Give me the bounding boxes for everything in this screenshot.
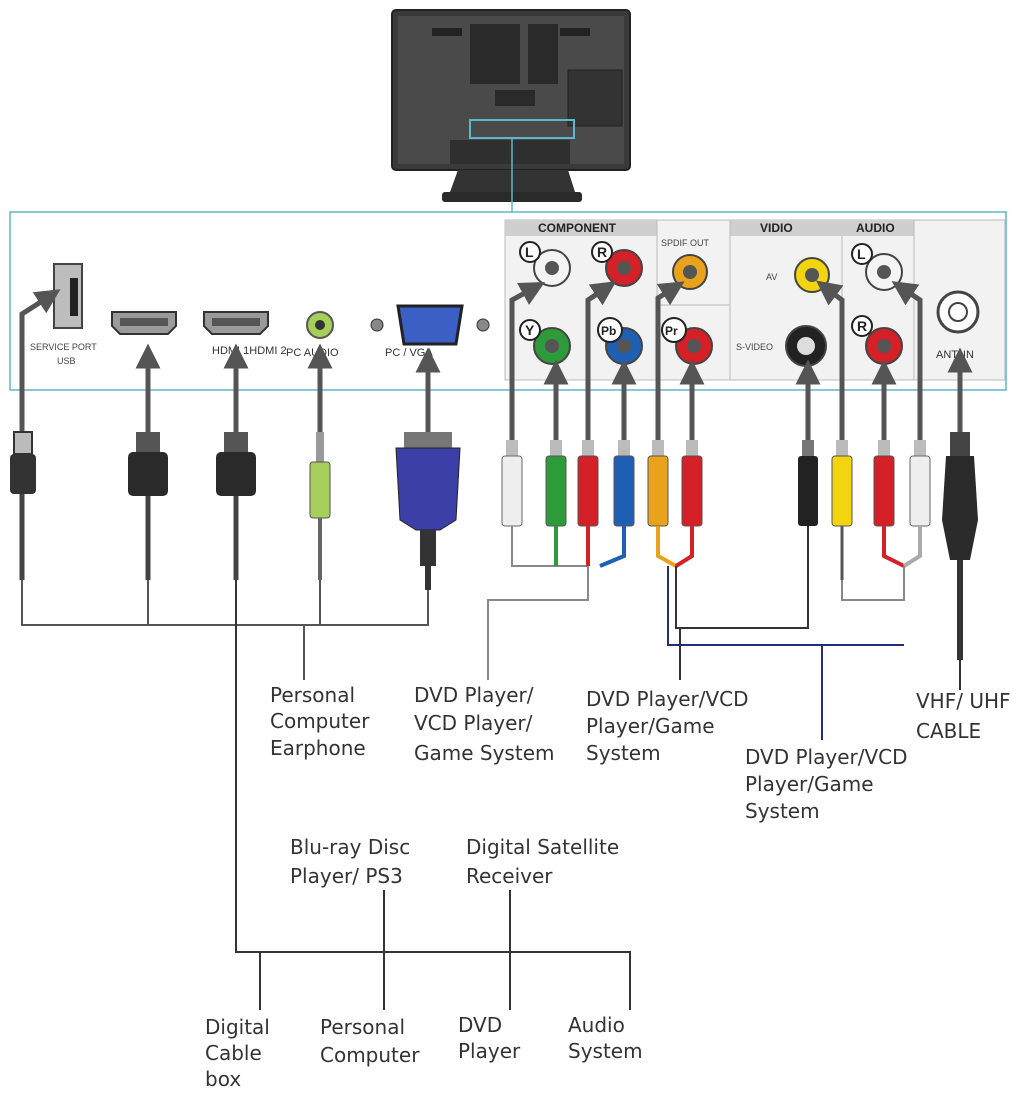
rca-plug-red-2: [681, 440, 703, 527]
pc-audio-jack: [306, 311, 334, 339]
bluray-line2: Player/ PS3: [290, 864, 403, 888]
label-cable-box: Digital Cable box: [205, 1015, 270, 1091]
audio-l-jack: [865, 253, 903, 291]
rca-plug-white-2: [909, 440, 931, 527]
letter-audio-r: R: [857, 318, 867, 334]
label-personal-computer: Personal Computer: [320, 1015, 420, 1067]
pc-audio-label: PC AUDIO: [286, 347, 339, 359]
cable-box-line1: Digital: [205, 1015, 270, 1039]
video-header: VIDIO: [760, 221, 793, 235]
label-bluray: Blu-ray Disc Player/ PS3: [290, 835, 410, 888]
svideo-label: S-VIDEO: [736, 342, 773, 352]
av-group-line1: DVD Player/VCD: [745, 745, 908, 769]
svideo-jack: [785, 325, 827, 367]
letter-pr: Pr: [665, 324, 678, 338]
hdmi-label: HDMI 1HDMI 2: [212, 345, 287, 357]
cable-box-line2: Cable: [205, 1041, 262, 1065]
letter-y: Y: [525, 322, 535, 338]
hdmi-port-1: [111, 311, 177, 335]
pc-group-line2: Computer: [270, 709, 370, 733]
rca-plug-red-1: [577, 440, 599, 527]
letter-l: L: [525, 244, 534, 260]
rca-plug-blue: [613, 440, 635, 527]
label-pc-group: Personal Computer Earphone: [270, 683, 370, 760]
av-group-line2: Player/Game: [745, 772, 874, 796]
earphone-plug: [309, 432, 331, 580]
component-group-line3: Game System: [414, 741, 554, 765]
spdif-jack: [672, 254, 708, 290]
dvd-player-line1: DVD: [458, 1013, 502, 1037]
spdif-group-line1: DVD Player/VCD: [586, 687, 749, 711]
dvd-player-line2: Player: [458, 1039, 521, 1063]
audio-system-line2: System: [568, 1039, 643, 1063]
rca-plug-white: [501, 440, 523, 527]
label-av-group: DVD Player/VCD Player/Game System: [745, 745, 908, 823]
usb-label: USB: [57, 356, 76, 366]
usb-service-port: [53, 263, 83, 329]
component-group-line1: DVD Player/: [414, 683, 534, 707]
letter-pb: Pb: [601, 324, 616, 338]
label-satellite: Digital Satellite Receiver: [466, 835, 619, 888]
vga-plug: [395, 432, 461, 590]
rca-plug-red-3: [873, 440, 895, 527]
hdmi-plug-1: [128, 432, 168, 580]
letter-audio-l: L: [857, 246, 866, 262]
tv-back-illustration: [391, 9, 631, 212]
label-dvd-player: DVD Player: [458, 1013, 521, 1063]
personal-computer-line1: Personal: [320, 1015, 405, 1039]
antenna-label: ANT. IN: [936, 349, 974, 361]
av-panel-block: [504, 219, 1006, 381]
label-component-group: DVD Player/ VCD Player/ Game System: [414, 683, 554, 765]
bluray-line1: Blu-ray Disc: [290, 835, 410, 859]
audio-header: AUDIO: [856, 221, 895, 235]
label-audio-system: Audio System: [568, 1013, 643, 1063]
antenna-group-line1: VHF/ UHF: [916, 689, 1011, 713]
rca-plug-orange: [647, 440, 669, 527]
rca-plug-green: [545, 440, 567, 527]
pc-group-line1: Personal: [270, 683, 355, 707]
satellite-line1: Digital Satellite: [466, 835, 619, 859]
spdif-label: SPDIF OUT: [661, 238, 710, 248]
connector-panel: [9, 211, 1007, 391]
antenna-group-line2: CABLE: [916, 719, 981, 743]
cable-box-line3: box: [205, 1067, 241, 1091]
personal-computer-line2: Computer: [320, 1043, 420, 1067]
label-spdif-group: DVD Player/VCD Player/Game System: [586, 687, 749, 765]
component-group-line2: VCD Player/: [414, 711, 533, 735]
antenna-plug: [942, 432, 978, 660]
rca-plug-yellow: [831, 440, 853, 527]
vga-port: [370, 304, 490, 346]
audio-system-line1: Audio: [568, 1013, 625, 1037]
satellite-line2: Receiver: [466, 864, 553, 888]
label-antenna-group: VHF/ UHF CABLE: [916, 689, 1011, 743]
hdmi-port-2: [203, 311, 269, 335]
av-group-line3: System: [745, 799, 820, 823]
pc-vga-label: PC / VGA: [385, 347, 433, 359]
service-port-label: SERVICE PORT: [30, 342, 97, 352]
component-audio-l-jack: [533, 249, 571, 287]
usb-plug: [10, 431, 36, 580]
av-label: AV: [766, 272, 777, 282]
letter-r: R: [597, 244, 607, 260]
connection-arrows: [19, 280, 973, 440]
antenna-jack: [936, 290, 980, 334]
av-video-jack: [794, 257, 830, 293]
svideo-plug: [798, 440, 818, 526]
component-audio-r-jack: [605, 249, 643, 287]
spdif-group-line3: System: [586, 741, 661, 765]
audio-r-jack: [865, 327, 903, 365]
spdif-group-line2: Player/Game: [586, 714, 715, 738]
pc-group-line3: Earphone: [270, 736, 366, 760]
hdmi-plug-2: [216, 432, 256, 580]
component-pr-jack: [675, 327, 713, 365]
component-header: COMPONENT: [538, 221, 617, 235]
cables: [21, 526, 961, 1010]
